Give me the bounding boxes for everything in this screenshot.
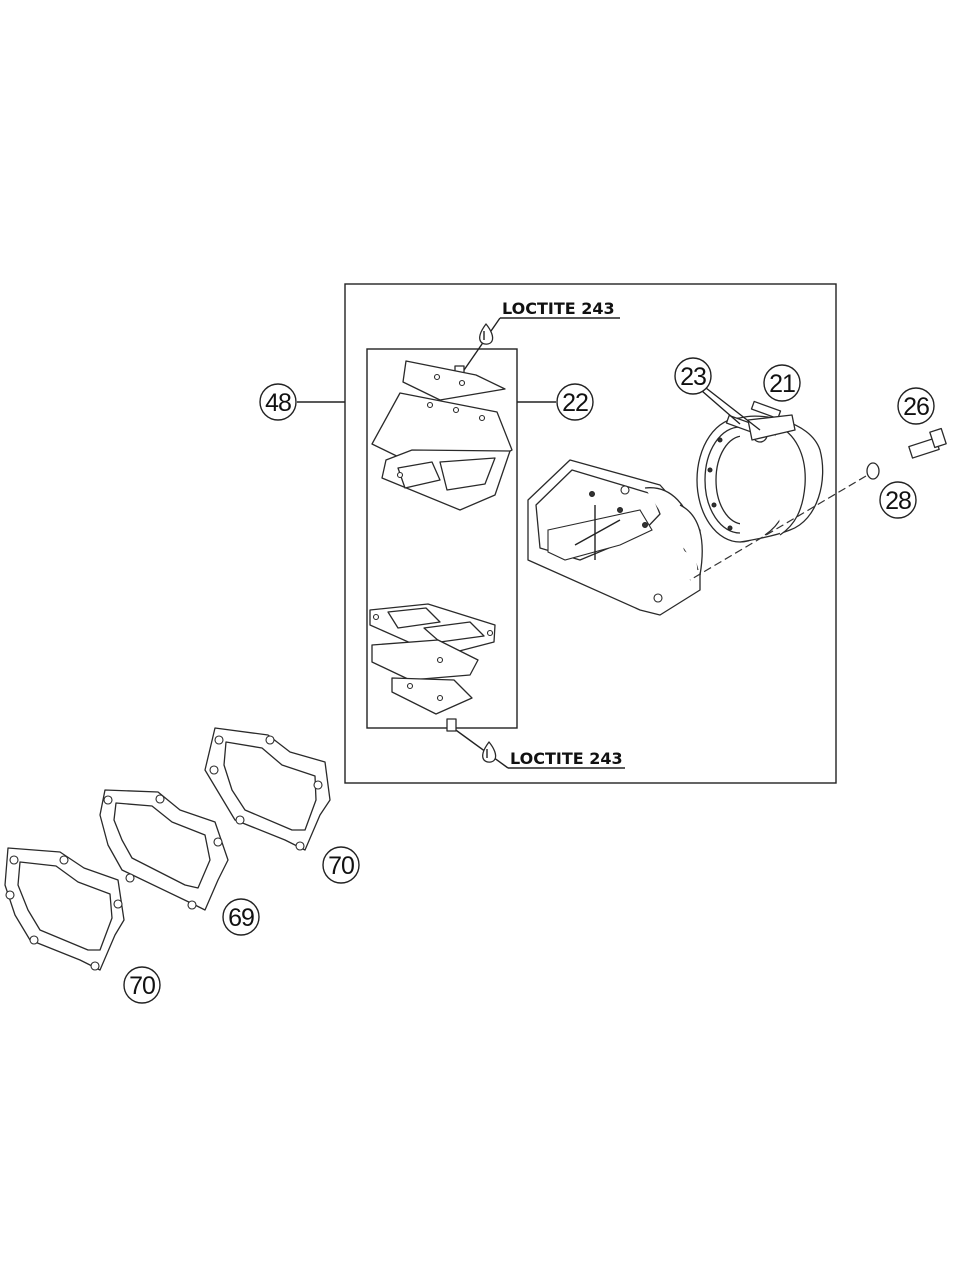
svg-text:26: 26 — [903, 393, 929, 421]
callout-23: 23 — [674, 357, 761, 431]
clamp-screws — [725, 400, 796, 443]
callout-48: 48 — [259, 383, 345, 421]
svg-text:23: 23 — [680, 363, 706, 391]
callout-28: 28 — [879, 481, 917, 519]
svg-text:48: 48 — [265, 389, 291, 417]
callout-26: 26 — [897, 387, 935, 425]
threadlocker-drop-icon — [482, 741, 497, 763]
callout-21: 21 — [763, 364, 801, 402]
callout-70-lower: 70 — [123, 966, 161, 1004]
callout-69: 69 — [222, 898, 260, 936]
gasket-70-upper — [204, 727, 331, 851]
reed-petals-lower — [369, 603, 496, 732]
reed-petals-upper — [371, 360, 513, 511]
bolt-26 — [908, 427, 947, 459]
loctite-note-bottom: LOCTITE 243 — [452, 727, 625, 769]
svg-text:LOCTITE 243: LOCTITE 243 — [510, 749, 623, 768]
reed-block-subframe-22 — [366, 348, 518, 729]
svg-text:28: 28 — [885, 487, 911, 515]
washer-28 — [866, 462, 880, 480]
svg-text:69: 69 — [228, 904, 254, 932]
threadlocker-drop-icon — [479, 323, 494, 345]
alignment-dash-line — [689, 475, 867, 581]
assembly-frame-48 — [344, 283, 837, 784]
svg-text:70: 70 — [129, 972, 155, 1000]
gasket-70-lower — [4, 847, 125, 971]
spacer-69 — [99, 789, 229, 911]
svg-text:LOCTITE 243: LOCTITE 243 — [502, 299, 615, 318]
callout-70-upper: 70 — [322, 846, 360, 884]
callout-22: 22 — [517, 383, 594, 421]
svg-text:21: 21 — [769, 370, 795, 398]
reed-block-housing — [527, 459, 703, 616]
loctite-note-top: LOCTITE 243 — [461, 299, 620, 374]
svg-text:22: 22 — [562, 389, 588, 417]
intake-boot — [696, 415, 824, 543]
svg-text:70: 70 — [328, 852, 354, 880]
